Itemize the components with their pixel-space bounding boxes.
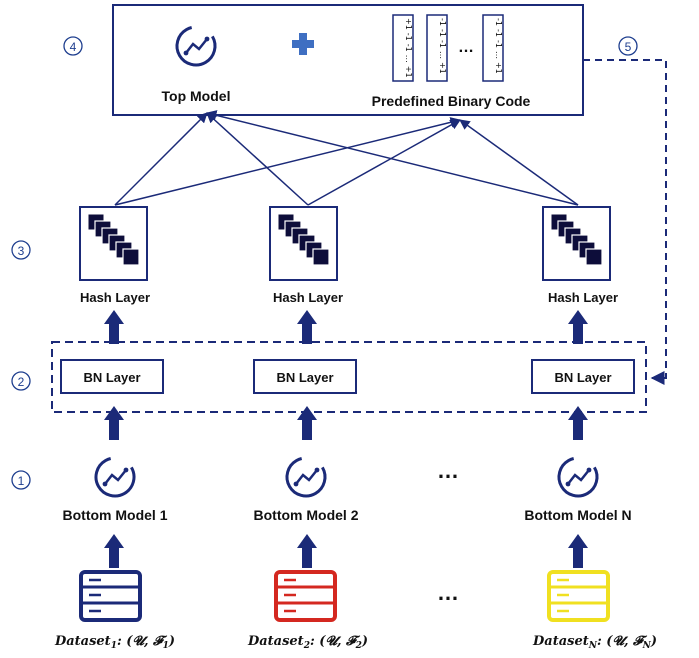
bn-layer-label: BN Layer [554,370,611,385]
dataset-n-label: DatasetN: (𝓤, 𝓕N) [532,634,657,651]
step-5-marker: 5 [618,36,638,56]
bn-up-arrow [104,406,124,440]
binary-code-ellipsis: … [458,39,474,56]
feedback-dashed-path [583,59,667,385]
hash-up-arrow [104,310,124,344]
hash-layer-label: Hash Layer [548,290,618,305]
dataset-up-arrow [297,534,317,568]
hash-layer-label: Hash Layer [273,290,343,305]
svg-text:-1-1-1…+1: -1-1-1…+1 [494,18,503,74]
dataset-up-arrow [104,534,124,568]
hash-layer-icon [550,213,603,266]
step-3-marker: 3 [11,240,31,260]
bottom-model-ellipsis: … [437,458,459,483]
bottom-model-label: Bottom Model 2 [254,507,359,523]
bottom-model-icon [285,456,327,498]
bottom-model-icon [94,456,136,498]
hash-layer-label: Hash Layer [80,290,150,305]
bn-layer-box [60,359,164,394]
top-box [112,4,584,116]
top-model-icon [175,25,217,67]
svg-text:3: 3 [18,244,25,258]
bn-up-arrow [568,406,588,440]
bn-layer-group [51,341,647,413]
dataset-n-icon [547,570,610,622]
plus-icon [292,33,314,55]
svg-text:1: 1 [18,474,25,488]
svg-text:-1-1-1…+1: -1-1-1…+1 [438,18,447,74]
binary-code-column-3: -1-1-1…+1 [482,14,504,82]
svg-text:+1-1-1…+1: +1-1-1…+1 [404,18,413,78]
top-model-label: Top Model [162,88,231,104]
dataset-1-label: Dataset1: (𝓤, 𝓕1) [54,634,175,651]
binary-code-label: Predefined Binary Code [372,93,531,109]
hash-layer-icon [277,213,330,266]
bn-layer-label: BN Layer [276,370,333,385]
svg-text:4: 4 [70,40,77,54]
column-1: Hash Layer BN Layer Bottom Model 1 [54,206,175,651]
bn-layer-box [531,359,635,394]
dataset-up-arrow [568,534,588,568]
bottom-model-icon [557,456,599,498]
column-n: Hash Layer BN Layer Bottom Model N [524,206,657,651]
dataset-ellipsis: … [437,580,459,605]
bn-up-arrow [297,406,317,440]
column-2: Hash Layer BN Layer Bottom Model 2 [247,206,368,651]
binary-code-column-1: +1-1-1…+1 [392,14,414,82]
step-1-marker: 1 [11,470,31,490]
dataset-1-icon [79,570,142,622]
hash-layer-icon [87,213,140,266]
bn-layer-box [253,359,357,394]
svg-text:2: 2 [18,375,25,389]
dataset-2-icon [274,570,337,622]
step-4-marker: 4 [63,36,83,56]
hash-up-arrow [568,310,588,344]
hash-up-arrow [297,310,317,344]
bn-layer-label: BN Layer [83,370,140,385]
svg-text:5: 5 [625,40,632,54]
bottom-model-label: Bottom Model N [524,507,631,523]
step-2-marker: 2 [11,371,31,391]
binary-code-column-2: -1-1-1…+1 [426,14,448,82]
dataset-2-label: Dataset2: (𝓤, 𝓕2) [247,634,368,651]
hash-to-top-connections [114,110,579,206]
bottom-model-label: Bottom Model 1 [63,507,168,523]
